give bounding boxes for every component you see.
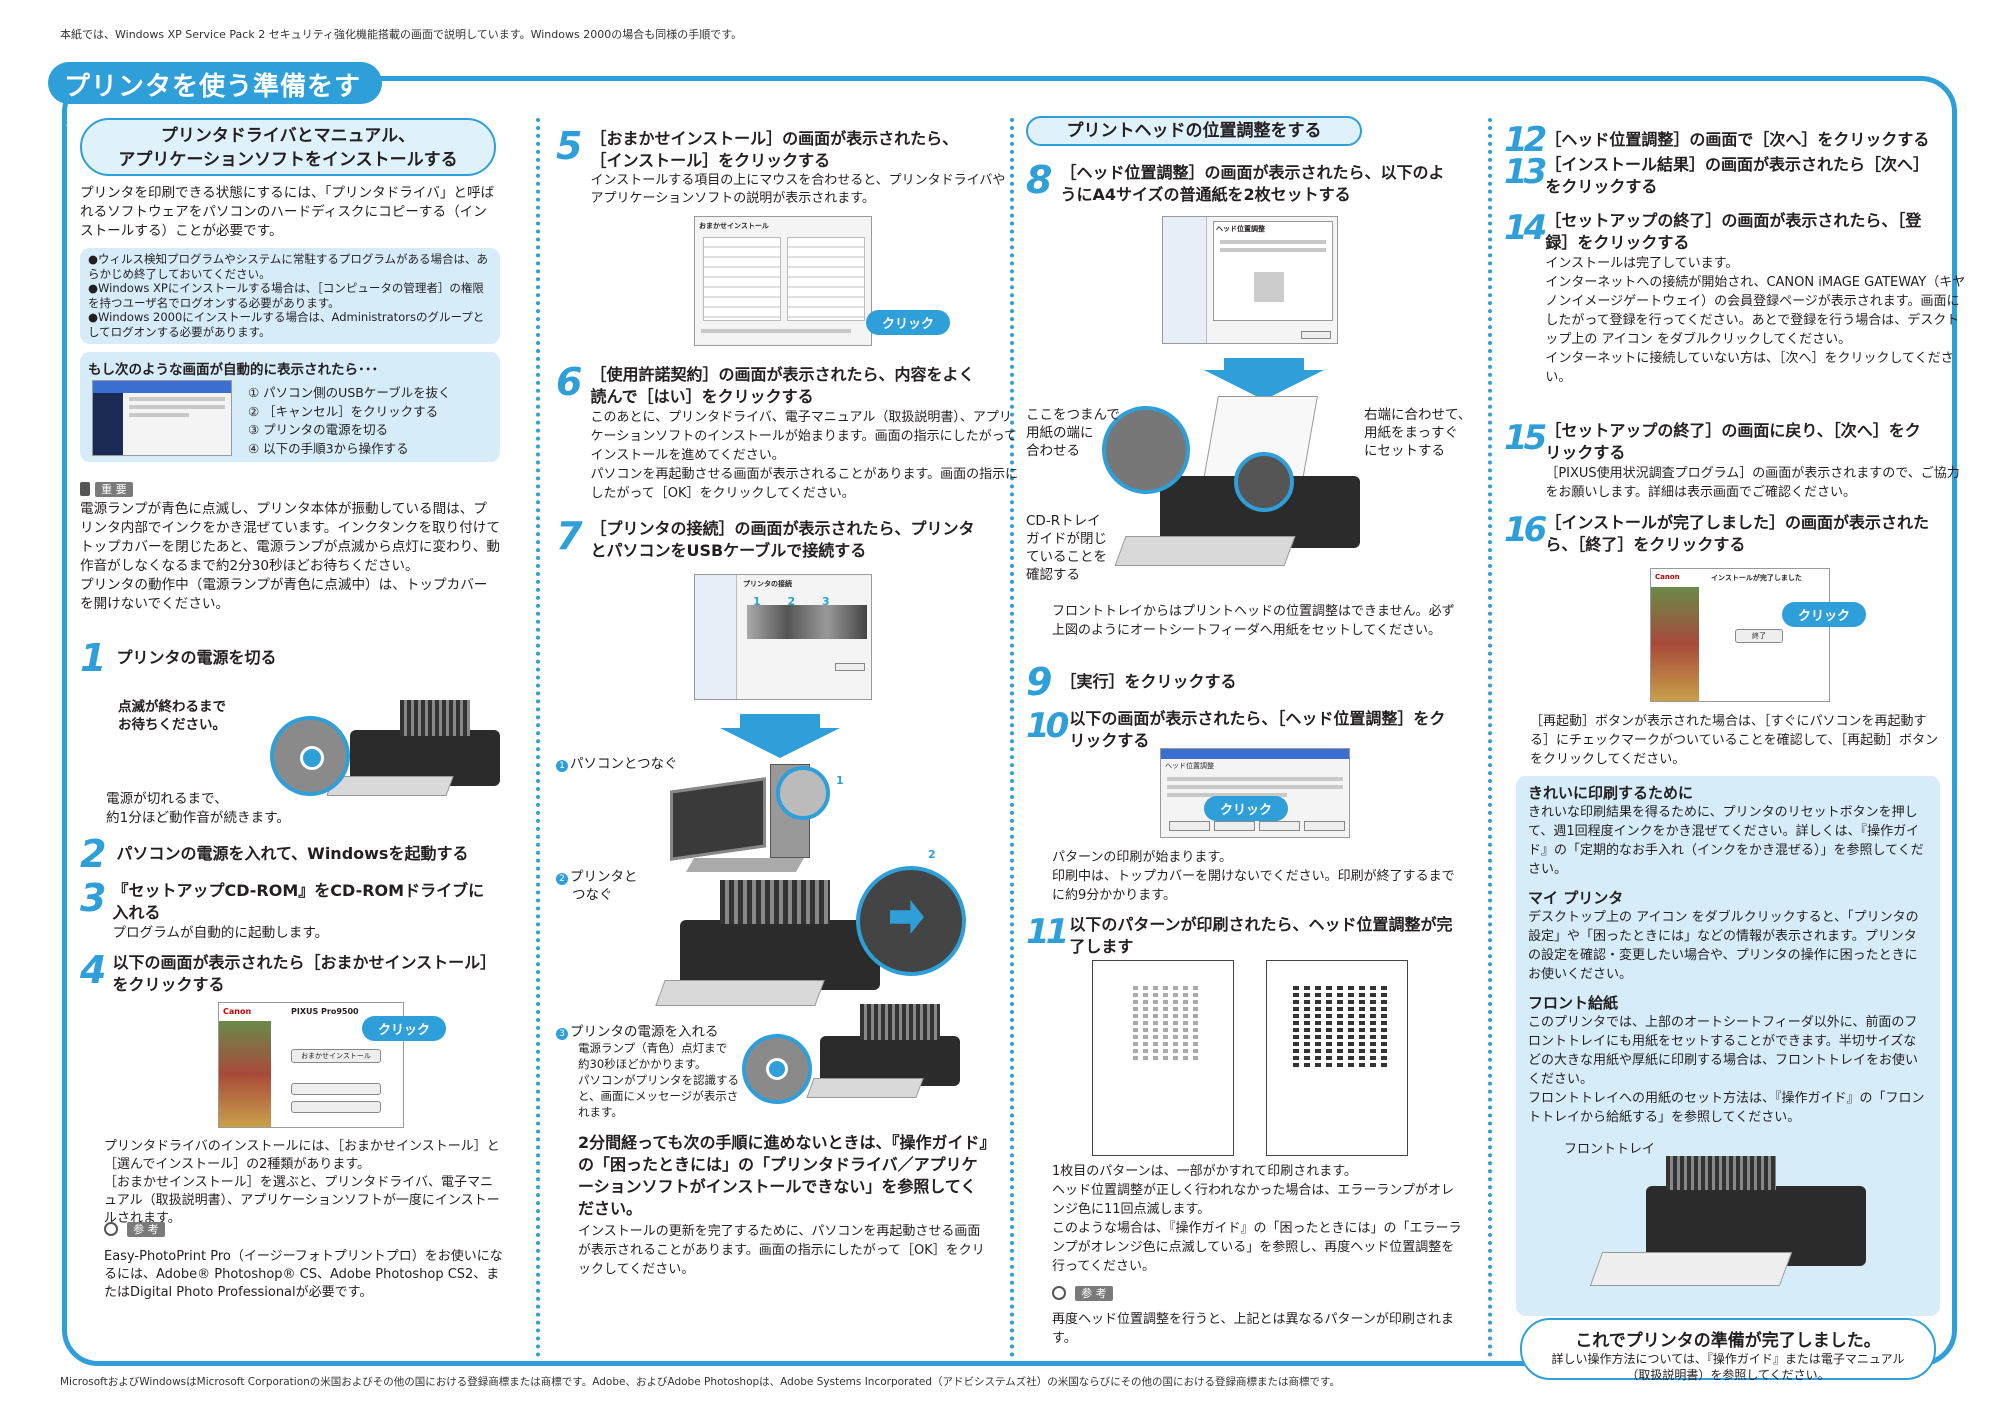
head-alignment-screenshot: ヘッド位置調整 (1162, 216, 1338, 344)
step-5: 5 ［おまかせインストール］の画面が表示されたら、 ［インストール］をクリックす… (556, 124, 1006, 206)
paper-guide-inset (1102, 406, 1190, 494)
pattern-sheet-2 (1266, 960, 1408, 1156)
note-item: ●ウィルス検知プログラムやシステムに常駐するプログラムがある場合は、あらかじめ終… (88, 252, 488, 281)
reference-badge: 参 考 (104, 1218, 165, 1237)
step-3: 3 『セットアップCD-ROM』をCD-ROMドライブに 入れる プログラムが自… (80, 876, 485, 941)
step-13: 13 ［インストール結果］の画面が表示されたら［次へ］ をクリックする (1504, 152, 1930, 196)
column-divider (536, 118, 540, 1358)
reference-badge: 参 考 (1052, 1282, 1113, 1301)
cd-tray-label: CD-Rトレイ ガイドが閉じ ていることを 確認する (1026, 513, 1107, 583)
down-arrow (740, 714, 820, 728)
power-lamp-icon (766, 1058, 788, 1080)
down-arrow (1224, 358, 1304, 370)
step11-text: 1枚目のパターンは、一部がかすれて印刷されます。 ヘッド位置調整が正しく行われな… (1052, 1164, 1462, 1274)
power-lamp-inset (742, 1034, 812, 1104)
auto-install-button[interactable]: おまかせインストール (291, 1049, 381, 1063)
front-tray-note: フロントトレイからはプリントヘッドの位置調整はできません。必ず上図のようにオート… (1052, 604, 1455, 638)
printer-connection-screenshot: プリンタの接続 1 2 3 (694, 574, 872, 700)
pattern-sheet-1 (1092, 960, 1234, 1156)
step-12: 12 ［ヘッド位置調整］の画面で［次へ］をクリックする (1504, 120, 1930, 160)
printer-power-illustration (270, 700, 500, 800)
step-9: 9 ［実行］をクリックする (1026, 660, 1237, 704)
click-callout: クリック (1204, 796, 1289, 821)
front-tray-label: フロントトレイ (1564, 1142, 1656, 1157)
step4-text: プリンタドライバのインストールには、［おまかせインストール］と［選んでインストー… (104, 1139, 500, 1226)
usb-cable-inset (856, 866, 966, 976)
auto-install-screenshot: おまかせインストール (694, 216, 872, 346)
connection-step-numbers: 1 2 3 (753, 595, 830, 608)
column-divider (1010, 118, 1014, 1358)
wait-heading: 2分間経っても次の手順に進めないときは、『操作ガイド』の「困ったときには」の「プ… (578, 1133, 988, 1218)
tips-title: マイ プリンタ (1528, 889, 1624, 907)
auto-screen-box: もし次のような画面が自動的に表示されたら･･･ ① パソコン側のUSBケーブルを… (80, 352, 500, 462)
head-alignment-dialog-screenshot: ヘッド位置調整 (1160, 748, 1350, 838)
pc-illustration (660, 760, 860, 880)
page-title: プリンタを使う準備をする (48, 62, 382, 139)
paper-guide-label: ここをつまんで 用紙の端に 合わせる (1026, 407, 1120, 459)
step1-callout: 点滅が終わるまで お待ちください。 (118, 699, 226, 733)
important-icon (80, 481, 90, 496)
step-2: 2 パソコンの電源を入れて、Windowsを起動する (80, 832, 469, 876)
click-callout: クリック (1782, 602, 1867, 627)
click-callout: クリック (362, 1016, 447, 1041)
autorun-menu-screenshot: Canon PIXUS Pro9500 おまかせインストール (218, 1002, 404, 1128)
wait-text: インストールの更新を完了するために、パソコンを再起動させる画面が表示されることが… (578, 1224, 985, 1277)
head-alignment-button[interactable] (1169, 821, 1210, 831)
pencil-icon (1052, 1285, 1066, 1300)
step1-note: 電源が切れるまで、 約1分ほど動作音が続きます。 (106, 791, 291, 826)
step-6: 6 ［使用許諾契約］の画面が表示されたら、内容をよく 読んで［はい］をクリックす… (556, 360, 1019, 501)
tips-title: フロント給紙 (1528, 994, 1619, 1012)
step-10: 10 以下の画面が表示されたら、［ヘッド位置調整］をク リックする (1026, 706, 1446, 750)
step-7: 7 ［プリンタの接続］の画面が表示されたら、プリンタ とパソコンをUSBケーブル… (556, 514, 975, 560)
found-hardware-screenshot (92, 380, 232, 456)
reference-text: 再度ヘッド位置調整を行うと、上記とは異なるパターンが印刷されます。 (1052, 1312, 1454, 1346)
restart-text: ［再起動］ボタンが表示された場合は、［すぐにパソコンを再起動する］にチェックマー… (1530, 714, 1939, 767)
completion-banner: これでプリンタの準備が完了しました。 詳しい操作方法については、『操作ガイド』ま… (1520, 1318, 1936, 1382)
cd-tray-guide-inset (1234, 452, 1294, 512)
head-alignment-section-title: プリントヘッドの位置調整をする (1026, 116, 1362, 146)
paper-right-label: 右端に合わせて、 用紙をまっすぐ にセットする (1364, 407, 1472, 459)
down-arrow-head (720, 728, 840, 758)
important-text: 電源ランプが青色に点滅し、プリンタ本体が振動している間は、プリンタ内部でインクを… (80, 501, 500, 612)
notes-box: ●ウィルス検知プログラムやシステムに常駐するプログラムがある場合は、あらかじめ終… (80, 248, 500, 344)
install-intro: プリンタを印刷できる状態にするには、「プリンタドライバ」と呼ばれるソフトウェアを… (80, 185, 495, 239)
tips-box: きれいに印刷するために きれいな印刷結果を得るために、プリンタのリセットボタンを… (1516, 776, 1940, 1316)
step-15: 15 ［セットアップの終了］の画面に戻り、［次へ］をク リックする ［PIXUS… (1504, 418, 1960, 500)
install-section-title: プリンタドライバとマニュアル、 アプリケーションソフトをインストールする (80, 118, 496, 176)
printer-usb-illustration (650, 880, 950, 1030)
finish-button[interactable]: 終了 (1735, 629, 1783, 643)
important-badge: 重 要 (80, 478, 133, 497)
note-item: ●Windows XPにインストールする場合は、［コンピュータの管理者］の権限を… (88, 281, 484, 310)
auto-screen-title: もし次のような画面が自動的に表示されたら･･･ (88, 362, 379, 378)
front-tray-printer-illustration (1586, 1156, 1886, 1296)
pencil-icon (104, 1221, 118, 1236)
power-button-inset (270, 716, 350, 796)
install-complete-screenshot: Canon インストールが完了しました 終了 (1650, 568, 1830, 702)
step-8: 8 ［ヘッド位置調整］の画面が表示されたら、以下のよ うにA4サイズの普通紙を2… (1026, 158, 1445, 204)
click-callout: クリック (866, 310, 951, 335)
step10-text: パターンの印刷が始まります。 印刷中は、トップカバーを開けないでください。印刷が… (1052, 850, 1455, 903)
power-on-notes: 電源ランプ（青色）点灯まで 約30秒ほどかかります。 パソコンがプリンタを認識す… (578, 1041, 739, 1119)
step-4: 4 以下の画面が表示されたら［おまかせインストール］ をクリックする (80, 948, 497, 994)
down-arrow-head (1204, 370, 1324, 400)
auto-screen-steps: ① パソコン側のUSBケーブルを抜く ② ［キャンセル］をクリックする ③ プリ… (248, 385, 451, 456)
column-divider (1488, 118, 1492, 1358)
reference-text: Easy-PhotoPrint Pro（イージーフォトプリントプロ）をお使いにな… (104, 1249, 503, 1300)
power-button-icon (300, 746, 324, 770)
step-11: 11 以下のパターンが印刷されたら、ヘッド位置調整が完 了します (1026, 912, 1453, 956)
tips-title: きれいに印刷するために (1528, 784, 1694, 802)
step-16: 16 ［インストールが完了しました］の画面が表示された ら、［終了］をクリックす… (1504, 510, 1930, 554)
printer-power-on-illustration (770, 1000, 970, 1110)
note-item: ●Windows 2000にインストールする場合は、Administrators… (88, 310, 485, 339)
top-note: 本紙では、Windows XP Service Pack 2 セキュリティ強化機… (60, 28, 743, 41)
trademark-footnote: MicrosoftおよびWindowsはMicrosoft Corporatio… (60, 1376, 1340, 1388)
usb-port-inset (776, 766, 830, 820)
step-14: 14 ［セットアップの終了］の画面が表示されたら、［登 録］をクリックする イン… (1504, 208, 1966, 385)
page-frame (62, 76, 1957, 1366)
step-1: 1 プリンタの電源を切る (80, 636, 277, 680)
